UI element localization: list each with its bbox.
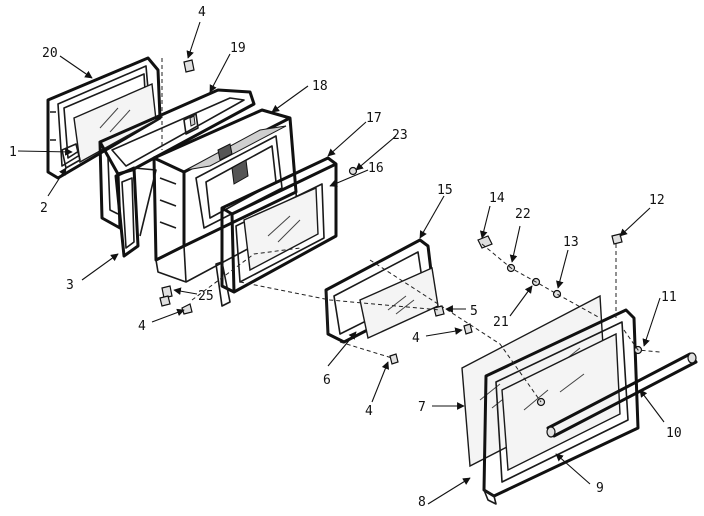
label-5: 5 <box>470 304 478 319</box>
label-25: 25 <box>198 289 214 304</box>
label-7: 7 <box>418 400 426 415</box>
label-22: 22 <box>515 207 531 222</box>
part-10-handle <box>546 352 698 438</box>
assembly-dashed-lines <box>161 58 661 403</box>
label-1: 1 <box>9 145 17 160</box>
part-17-inner-door <box>215 156 338 307</box>
label-4-top: 4 <box>198 5 206 20</box>
label-19: 19 <box>230 41 246 56</box>
label-6: 6 <box>323 373 331 388</box>
label-12: 12 <box>649 193 665 208</box>
label-17: 17 <box>366 111 382 126</box>
label-14: 14 <box>489 191 505 206</box>
part-9-outer-door-frame <box>482 308 640 505</box>
label-4-bottom: 4 <box>365 404 373 419</box>
leader-lines <box>17 21 665 505</box>
part-3-side-frame <box>114 166 157 258</box>
label-15: 15 <box>437 183 453 198</box>
label-13: 13 <box>563 235 579 250</box>
label-23: 23 <box>392 128 408 143</box>
label-20: 20 <box>42 46 58 61</box>
part-number-labels: 4 20 19 18 1 2 17 23 16 15 14 22 12 13 3… <box>9 5 682 510</box>
label-21: 21 <box>493 315 509 330</box>
label-4-mid: 4 <box>412 331 420 346</box>
label-16: 16 <box>368 161 384 176</box>
label-11: 11 <box>661 290 677 305</box>
label-8: 8 <box>418 495 426 510</box>
label-3: 3 <box>66 278 74 293</box>
part-16-inner-glass <box>243 186 319 272</box>
part-23-screw <box>348 166 358 176</box>
label-4-left: 4 <box>138 319 146 334</box>
label-18: 18 <box>312 79 328 94</box>
label-10: 10 <box>666 426 682 441</box>
part-6-glass-panel <box>359 266 439 340</box>
label-2: 2 <box>40 201 48 216</box>
part-2-gasket <box>61 143 81 169</box>
hardware-screws <box>159 59 643 407</box>
label-9: 9 <box>596 481 604 496</box>
part-1-glass <box>73 82 157 164</box>
